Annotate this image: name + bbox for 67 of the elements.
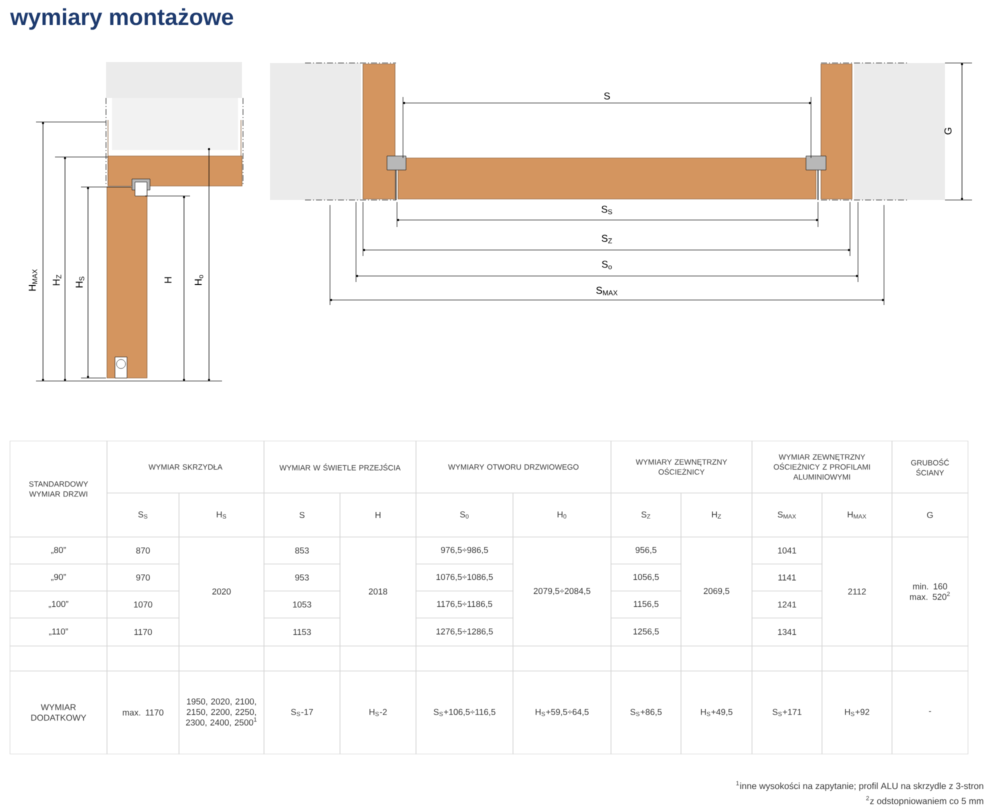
table-cell: „80” — [10, 536, 108, 564]
table-cell: H$_{S}$+49,5 — [680, 670, 752, 754]
table-cell: 1070 — [106, 590, 180, 618]
header-cell: H$_{S}$ — [178, 492, 264, 538]
table-cell: 1153 — [264, 618, 340, 646]
table-cell: 853 — [264, 536, 340, 564]
table-cell: 2018 — [340, 536, 416, 646]
dimension-label: H$_{MAX}$ — [28, 269, 38, 291]
dimension-label: H — [164, 277, 172, 283]
dimension-label: S — [604, 92, 610, 100]
table-cell: 1076,5÷1086,5 — [416, 564, 514, 592]
header-cell: G — [892, 492, 968, 538]
table-cell: 2079,5÷2084,5 — [512, 536, 612, 646]
table-cell: max. 1170 — [106, 670, 180, 754]
header-cell: S$_{MAX}$ — [752, 492, 822, 538]
table-cell: 870 — [106, 536, 180, 564]
header-cell: H — [340, 492, 416, 538]
table-cell: 1256,5 — [610, 618, 682, 646]
table-cell: 2069,5 — [680, 536, 752, 646]
table-cell: 956,5 — [610, 536, 682, 564]
table-cell: H$_{S}$-2 — [340, 670, 416, 754]
header-cell: H$_{Z}$ — [680, 492, 752, 538]
header-cell: S$_{0}$ — [416, 492, 514, 538]
table-cell: 953 — [264, 564, 340, 592]
header-cell: S$_{S}$ — [106, 492, 180, 538]
table-cell: 1053 — [264, 590, 340, 618]
table-cell: 2112 — [822, 536, 892, 646]
dimension-label: S$_{o}$ — [602, 260, 612, 270]
dimension-label: S$_{S}$ — [602, 206, 612, 214]
table-cell: min. 160 max. 520$^{2}$ — [892, 536, 968, 646]
table-cell: 970 — [106, 564, 180, 592]
table-cell: H$_{S}$+92 — [822, 670, 892, 754]
header-cell: S — [264, 492, 340, 538]
header-cell: H$_{MAX}$ — [822, 492, 892, 538]
table-cell: S$_{S}$+86,5 — [610, 670, 682, 754]
table-cell: 1170 — [106, 618, 180, 646]
table-cell: H$_{S}$+59,5÷64,5 — [512, 670, 612, 754]
table-cell: „110” — [10, 618, 108, 646]
table-cell: S$_{S}$-17 — [264, 670, 340, 754]
table-cell: 1176,5÷1186,5 — [416, 590, 514, 618]
dimension-label: H$_{Z}$ — [52, 274, 62, 286]
table-cell: WYMIAR DODATKOWY — [10, 670, 108, 754]
dimension-label: G — [944, 128, 952, 134]
footnote: $^{1}$inne wysokości na zapytanie; profil ALU na skrzydle z 3-stron — [736, 781, 984, 791]
table-cell: - — [892, 670, 968, 754]
table-cell: 2020 — [178, 536, 264, 646]
table-cell: 1156,5 — [610, 590, 682, 618]
dimension-label: S$_{MAX}$ — [596, 286, 618, 296]
title: wymiary montażowe — [10, 8, 234, 30]
table-cell: 976,5÷986,5 — [416, 536, 514, 564]
dimension-label: H$_{o}$ — [194, 275, 204, 285]
footnote: $^{2}$z odstopniowaniem co 5 mm — [866, 796, 984, 806]
table-cell: S$_{S}$+171 — [752, 670, 822, 754]
table-cell: 1341 — [752, 618, 822, 646]
table-cell: 1041 — [752, 536, 822, 564]
header-cell: H$_{0}$ — [512, 492, 612, 538]
table-cell: „100” — [10, 590, 108, 618]
table-cell: 1141 — [752, 564, 822, 592]
table-cell: 1241 — [752, 590, 822, 618]
dimension-label: S$_{Z}$ — [602, 234, 612, 244]
table-cell: „90” — [10, 564, 108, 592]
dimension-label: H$_{S}$ — [76, 276, 84, 288]
table-cell: 1056,5 — [610, 564, 682, 592]
table-cell: 1950, 2020, 2100, 2150, 2200, 2250, 2300, 2400, 2500$^{1}$ — [178, 670, 264, 754]
table-cell: 1276,5÷1286,5 — [416, 618, 514, 646]
header-cell: S$_{Z}$ — [610, 492, 682, 538]
table-cell: S$_{S}$+106,5÷116,5 — [416, 670, 514, 754]
